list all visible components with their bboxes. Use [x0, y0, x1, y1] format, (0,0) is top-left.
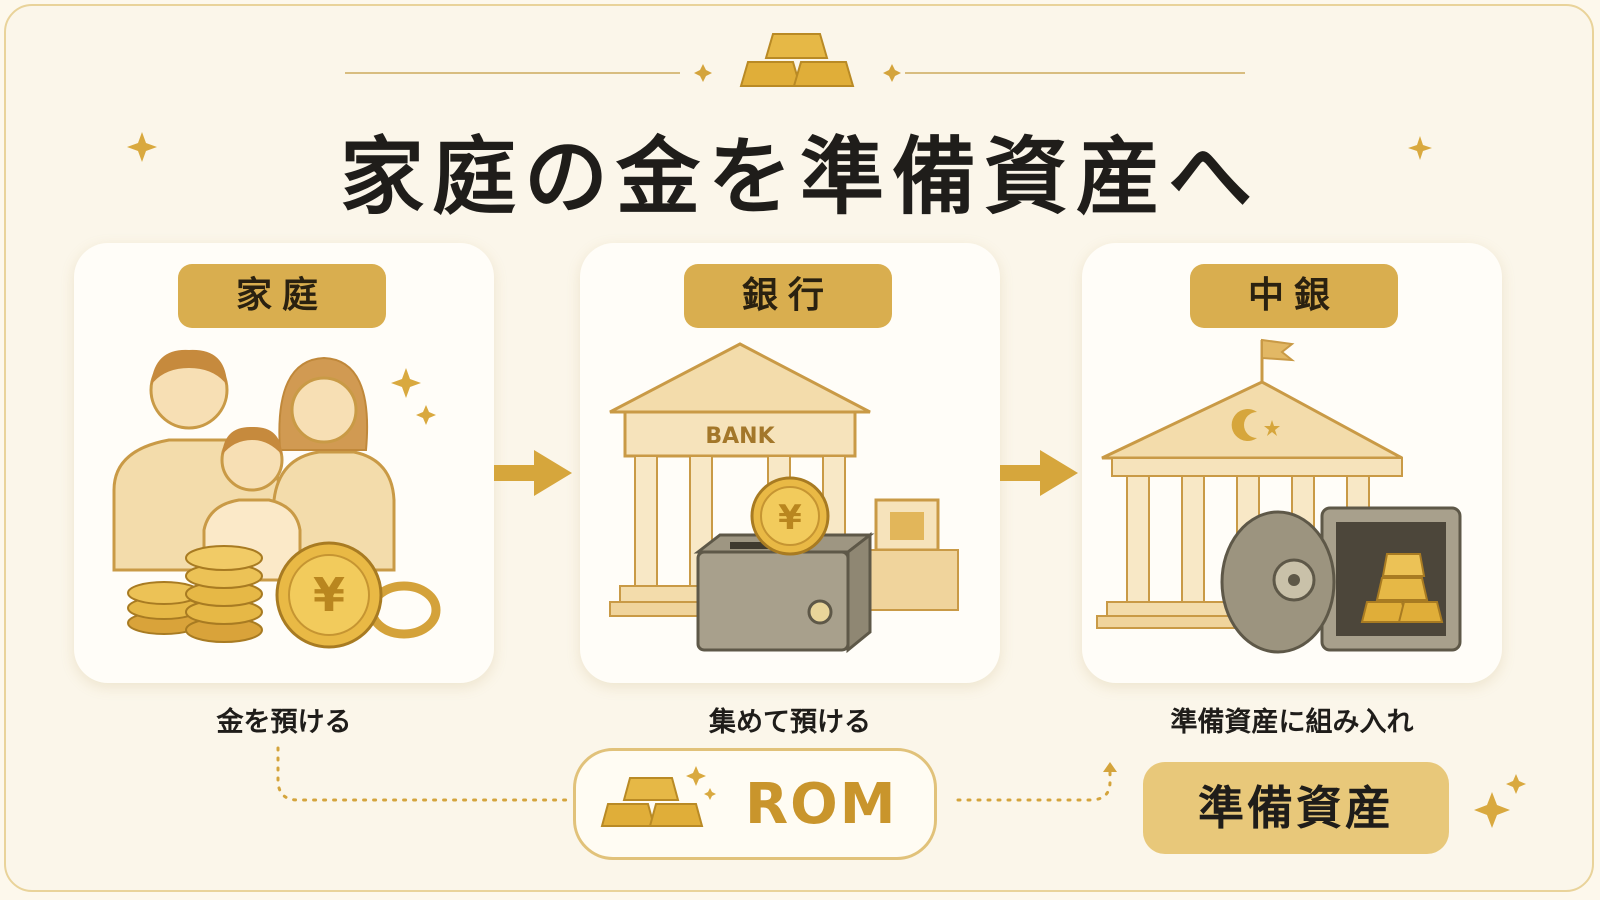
rom-label: ROM — [745, 772, 898, 837]
sparkle-icon — [1474, 774, 1526, 828]
arrow-right-icon — [494, 450, 572, 496]
bank-illustration: BANK ¥ — [609, 342, 959, 654]
arrow-right-icon — [1000, 450, 1078, 496]
coins-icon — [127, 541, 441, 649]
page-title: 家庭の金を準備資産へ — [339, 128, 1260, 226]
gold-bars-icon — [739, 33, 855, 87]
step-label-household: 家庭 — [178, 264, 386, 328]
coin-symbol: ¥ — [778, 498, 802, 538]
step-label-bank: 銀行 — [684, 264, 892, 328]
family-illustration: ¥ — [112, 349, 441, 649]
central-bank-illustration — [1096, 338, 1462, 654]
bank-sign: BANK — [705, 424, 775, 449]
caption-central-bank: 準備資産に組み入れ — [1170, 707, 1414, 738]
gold-bars-icon — [600, 766, 716, 827]
coin-symbol: ¥ — [313, 568, 345, 622]
sparkle-icon — [686, 766, 706, 786]
top-decoration — [127, 33, 1432, 162]
vault-icon — [1220, 506, 1462, 654]
caption-household: 金を預ける — [216, 707, 352, 738]
reserve-assets-badge: 準備資産 — [1143, 762, 1449, 854]
step-label-central-bank: 中銀 — [1190, 264, 1398, 328]
caption-bank: 集めて預ける — [709, 707, 871, 738]
family-icon — [112, 349, 396, 582]
sparkle-icon — [704, 788, 716, 800]
deposit-safe-icon — [693, 476, 875, 654]
